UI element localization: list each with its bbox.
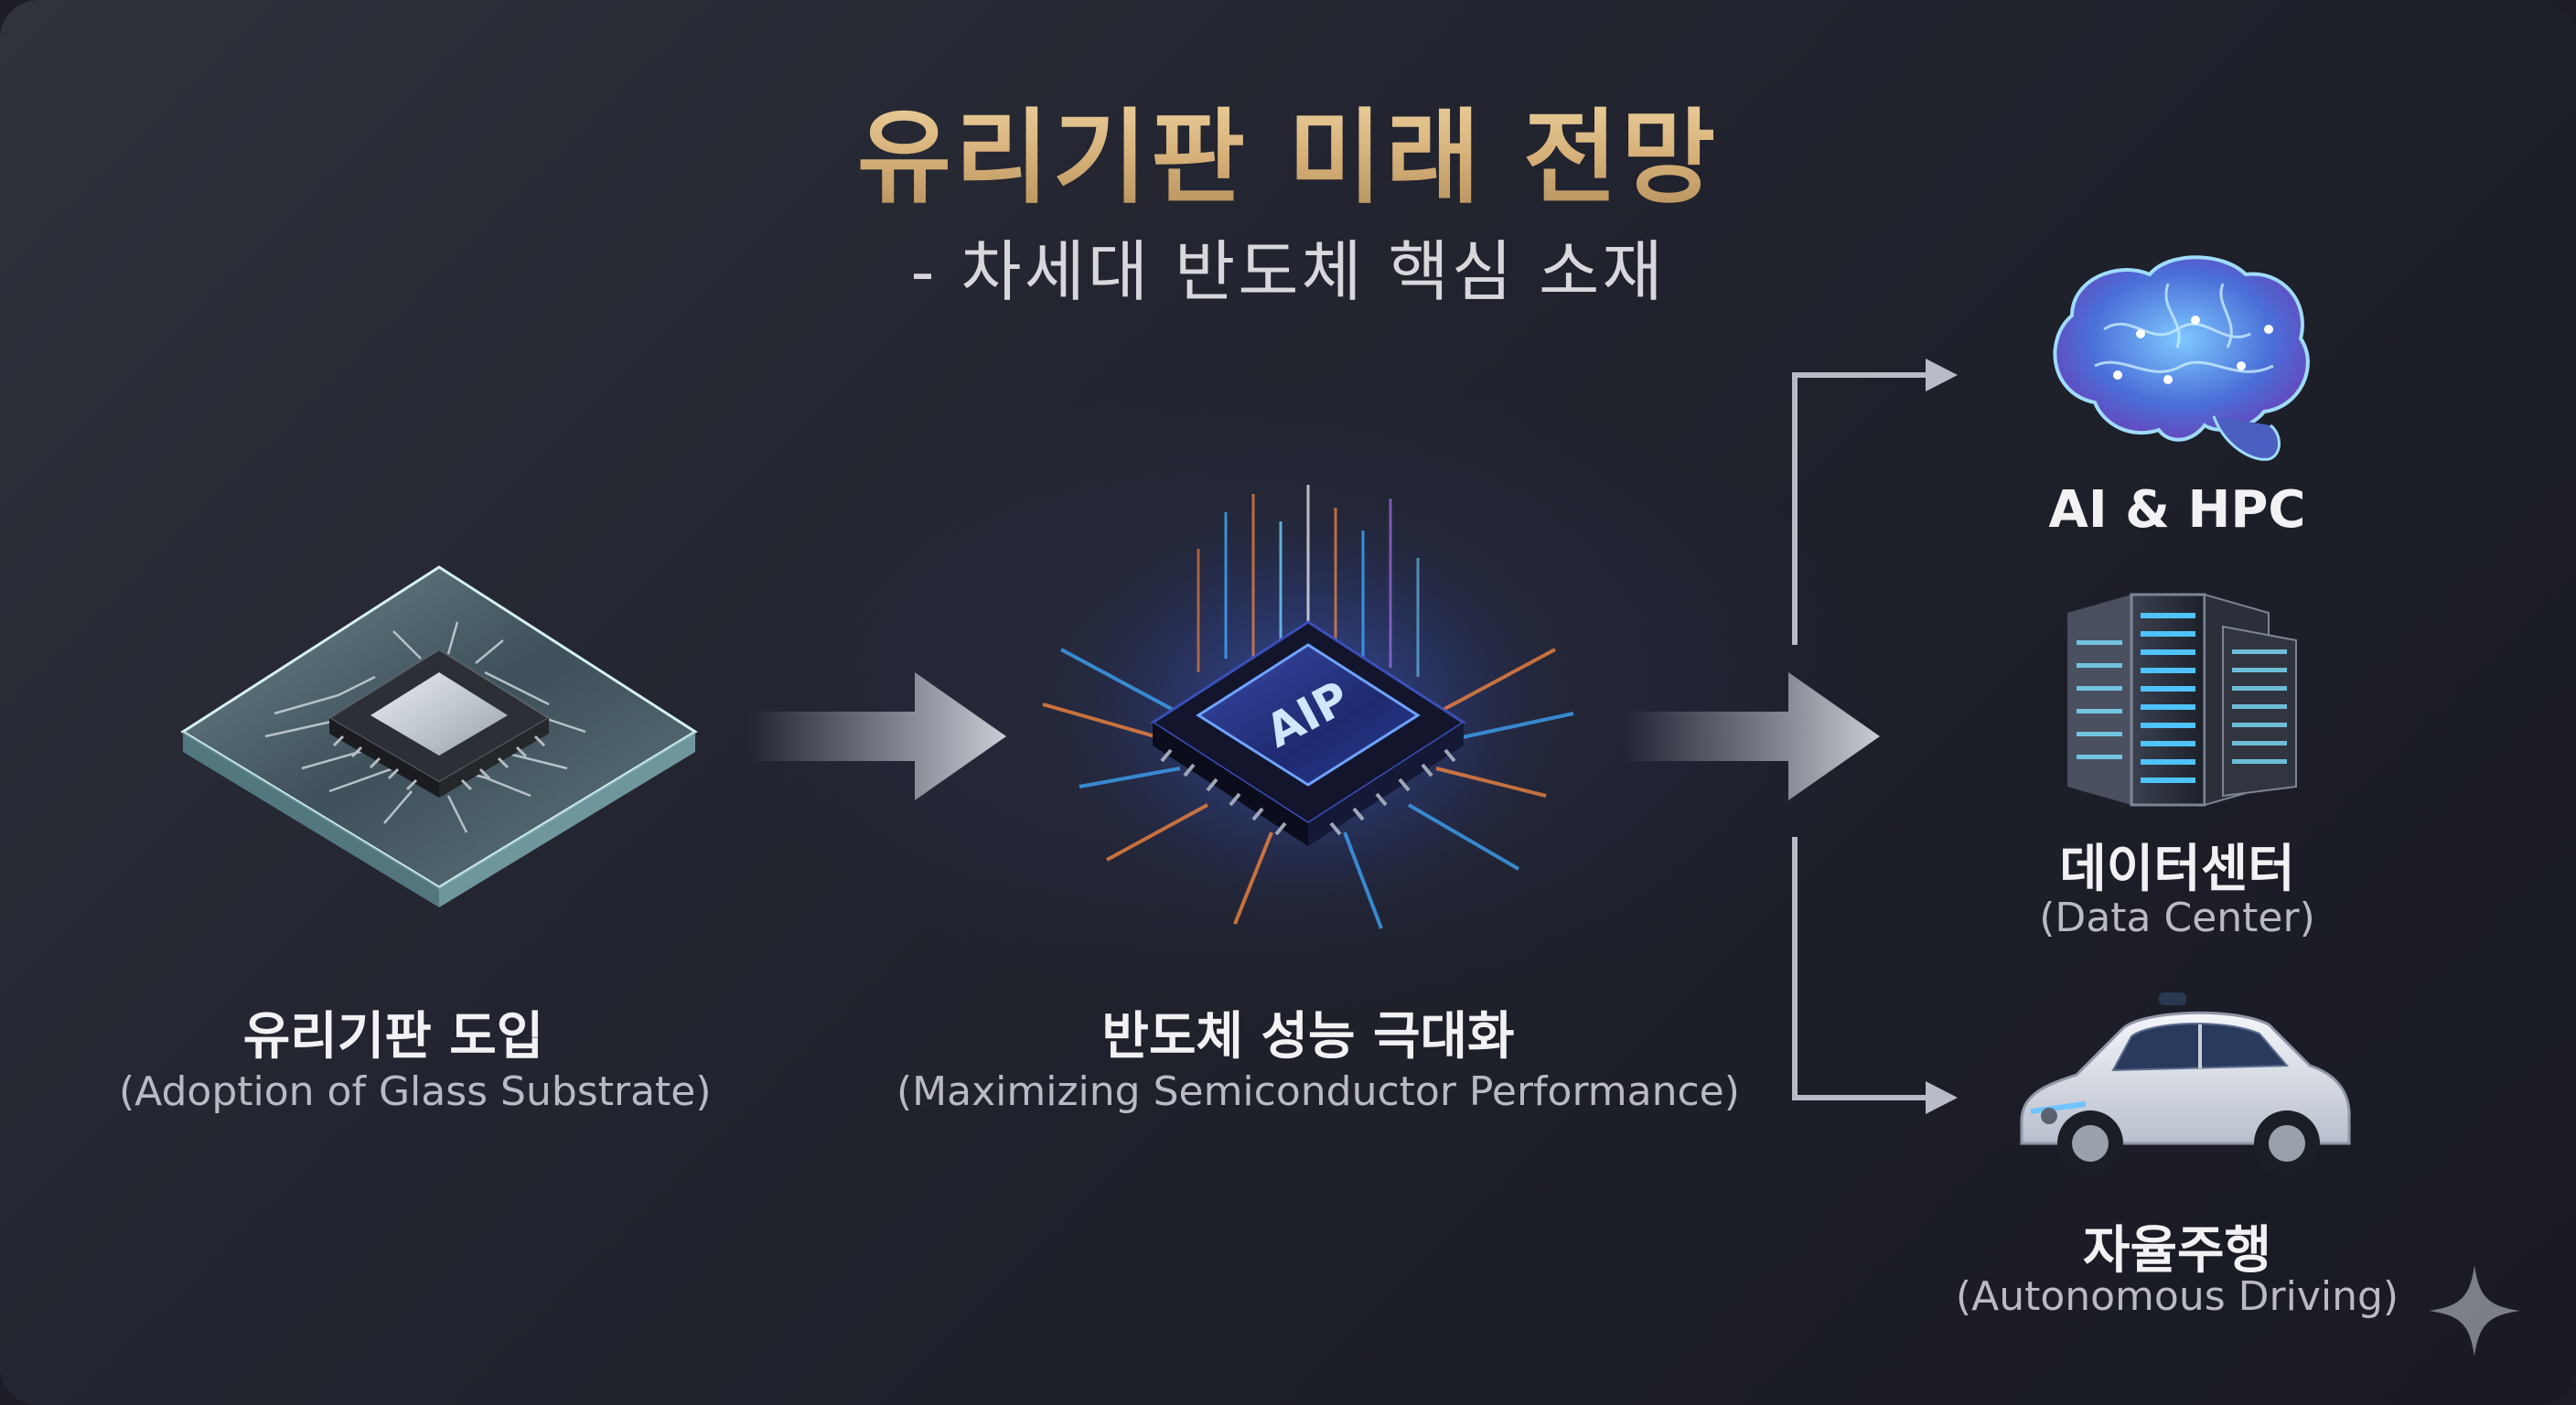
flow-arrow-1 [750, 672, 1006, 800]
branch-line-top [1792, 372, 1930, 645]
sparkle-icon [2429, 1265, 2520, 1357]
app-autonomous-driving-label: 자율주행 [2082, 1221, 2272, 1281]
app-autonomous-driving-sublabel: (Autonomous Driving) [1955, 1273, 2399, 1320]
aip-chip-icon: AIP [1025, 476, 1592, 951]
server-rack-icon [2067, 593, 2297, 807]
step-1-label: 유리기판 도입 [242, 1007, 544, 1067]
branch-arrowhead-bottom [1926, 1081, 1958, 1114]
step-1-sublabel: (Adoption of Glass Substrate) [119, 1068, 712, 1115]
glass-substrate-chip-icon [180, 565, 698, 907]
app-data-center-sublabel: (Data Center) [2039, 895, 2315, 941]
branch-line-bottom [1792, 837, 1930, 1100]
branch-arrowhead-top [1926, 359, 1958, 391]
app-ai-hpc-label: AI & HPC [2048, 480, 2306, 540]
brain-icon [2053, 255, 2310, 461]
page-title: 유리기판 미래 전망 [0, 75, 2576, 223]
app-data-center-label: 데이터센터 [2059, 840, 2295, 899]
branch-connectors [1792, 359, 1958, 1114]
step-2-label: 반도체 성능 극대화 [1101, 1007, 1515, 1067]
car-icon [2020, 992, 2351, 1176]
page-subtitle: - 차세대 반도체 핵심 소재 [910, 233, 1666, 310]
flow-arrow-2 [1624, 672, 1880, 800]
step-2-sublabel: (Maximizing Semiconductor Performance) [896, 1068, 1740, 1115]
